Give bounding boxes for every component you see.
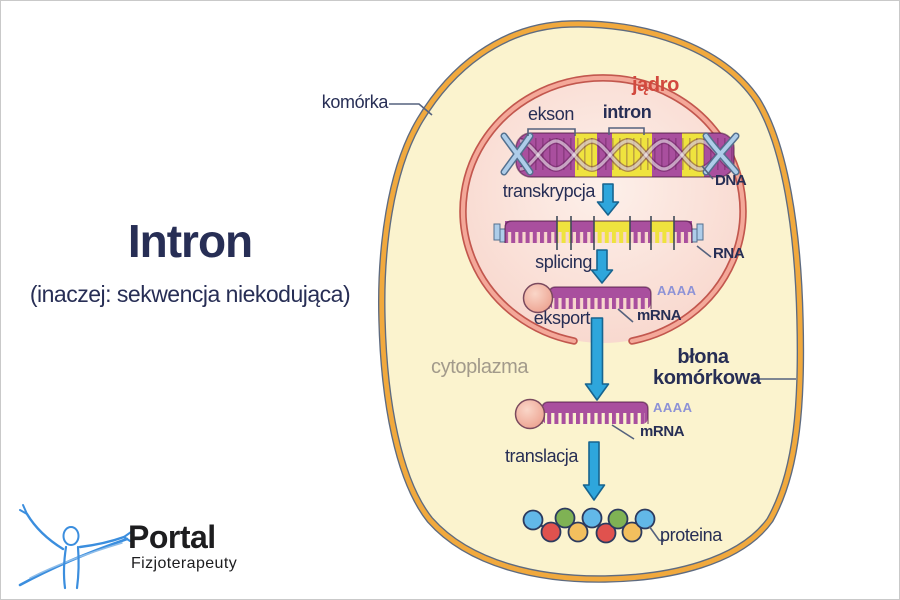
cytoplasm-label: cytoplazma bbox=[431, 356, 529, 378]
dna-end-right bbox=[702, 132, 740, 176]
mrna-cytoplasm bbox=[514, 398, 649, 430]
amino-acid-bead bbox=[540, 521, 562, 543]
translation-label: translacja bbox=[504, 446, 578, 466]
mrna-label: mRNA bbox=[637, 307, 682, 324]
amino-acid-bead bbox=[581, 507, 603, 529]
mrna-pointer-line bbox=[617, 308, 634, 323]
rna-strand bbox=[493, 216, 704, 250]
cell-membrane bbox=[379, 21, 803, 582]
splice-site-marks bbox=[556, 216, 675, 250]
logo-tagline: Fizjoterapeuty bbox=[131, 555, 238, 572]
splicing-arrow bbox=[590, 249, 614, 284]
mrna-label: mRNA bbox=[640, 423, 685, 440]
amino-acid-bead bbox=[621, 521, 643, 543]
amino-acid-bead bbox=[634, 508, 656, 530]
intron-bracket bbox=[608, 127, 645, 135]
exon-label: ekson bbox=[527, 104, 575, 124]
transcription-arrow bbox=[596, 183, 620, 216]
mrna-cap bbox=[514, 398, 546, 430]
page-title: Intron bbox=[127, 215, 253, 267]
mrna-pointer-line bbox=[611, 424, 635, 440]
exon-bracket bbox=[527, 128, 576, 136]
membrane-label: błona komórkowa bbox=[653, 346, 761, 389]
amino-acid-bead bbox=[607, 508, 629, 530]
dna-label: DNA bbox=[715, 172, 747, 189]
protein-label: proteina bbox=[660, 525, 722, 545]
rna-label: RNA bbox=[713, 245, 745, 262]
logo-figure-icon bbox=[18, 504, 132, 590]
poly-a-tail-label: AAAA bbox=[653, 400, 693, 415]
transcription-label: transkrypcja bbox=[502, 181, 596, 201]
dna-pointer-line bbox=[701, 165, 714, 180]
protein-pointer-line bbox=[648, 525, 665, 542]
dna-end-left bbox=[500, 132, 534, 176]
cell-pointer-line bbox=[389, 103, 433, 116]
amino-acid-bead bbox=[522, 509, 544, 531]
splicing-label: splicing bbox=[535, 252, 592, 272]
dna-helix bbox=[500, 132, 740, 178]
amino-acid-bead bbox=[554, 507, 576, 529]
export-arrow bbox=[584, 317, 610, 401]
page-subtitle: (inaczej: sekwencja niekodująca) bbox=[29, 281, 351, 307]
nucleus-envelope bbox=[460, 75, 746, 344]
poly-a-tail-label: AAAA bbox=[657, 283, 697, 298]
rna-pointer-line bbox=[696, 245, 712, 258]
mrna-nucleus bbox=[522, 282, 652, 314]
mrna-cap bbox=[522, 282, 554, 314]
nucleus-label: jądro bbox=[632, 74, 679, 96]
logo-brand: Portal bbox=[128, 519, 216, 555]
cell-label: komórka bbox=[321, 92, 389, 112]
amino-acid-bead bbox=[567, 521, 589, 543]
export-label: eksport bbox=[533, 308, 591, 328]
translation-arrow bbox=[582, 441, 606, 501]
intron-label: intron bbox=[602, 102, 652, 122]
protein-chain bbox=[522, 507, 656, 544]
amino-acid-bead bbox=[595, 522, 617, 544]
